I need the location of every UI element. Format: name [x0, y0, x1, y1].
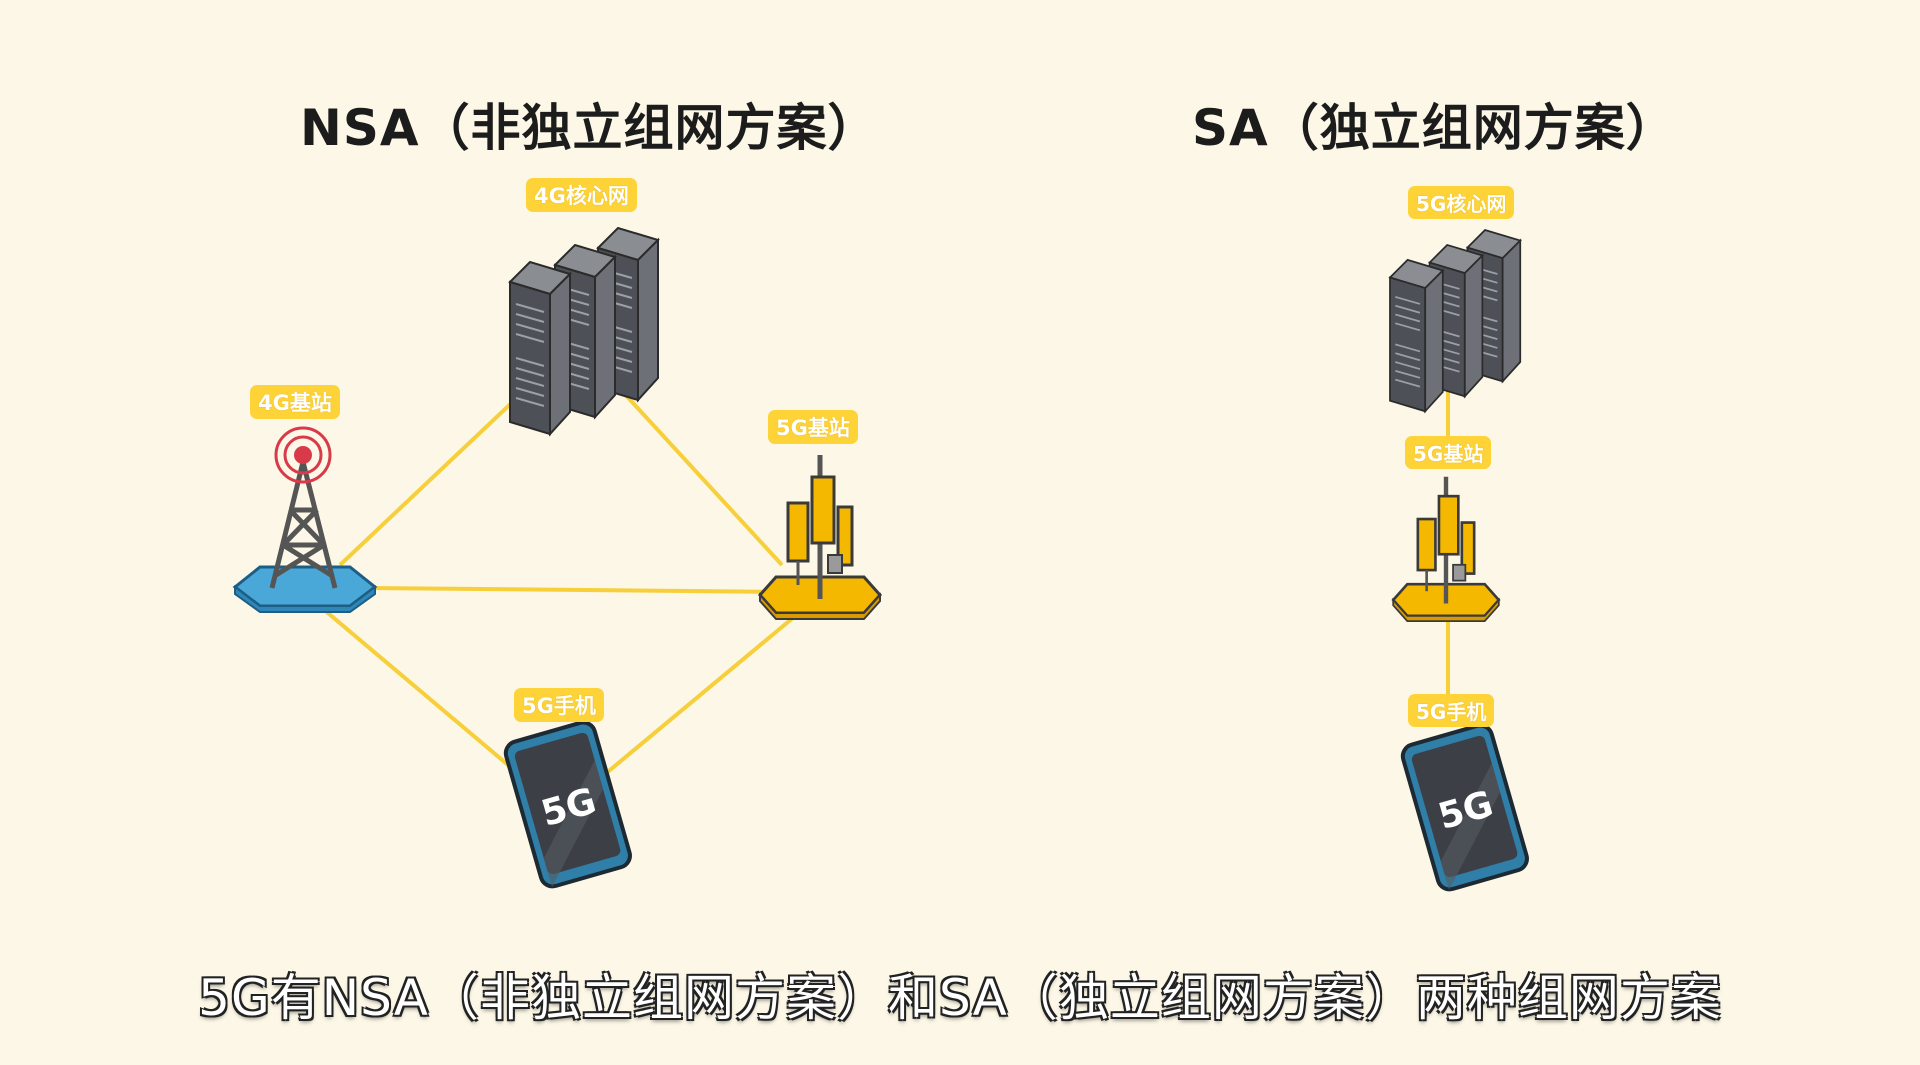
- nsa-title: NSA（非独立组网方案）: [300, 99, 879, 157]
- link-4gbs-5gbs: [369, 586, 796, 594]
- sa-phone-icon: 5G: [1398, 720, 1532, 895]
- link-4gbs-phone: [320, 606, 522, 777]
- sa-5g-antenna-icon: [1393, 477, 1499, 621]
- nsa-phone-icon: 5G: [501, 717, 635, 892]
- sa-5g-bs-label: 5G基站: [1405, 436, 1492, 469]
- sa-core-label: 5G核心网: [1408, 186, 1515, 219]
- nsa-links: [320, 376, 802, 782]
- nsa-phone-label: 5G手机: [514, 688, 604, 722]
- link-4gbs-core: [338, 393, 522, 567]
- link-core-5gbs: [608, 376, 784, 567]
- caption-subtitle: 5G有NSA（非独立组网方案）和SA（独立组网方案）两种组网方案: [198, 969, 1722, 1027]
- nsa-4g-tower-icon: [232, 426, 378, 613]
- sa-title: SA（独立组网方案）: [1192, 99, 1677, 157]
- link-5gbs-phone: [596, 610, 802, 782]
- nsa-5g-antenna-icon: [760, 455, 880, 619]
- sa-phone-label: 5G手机: [1408, 694, 1495, 727]
- nsa-core-label: 4G核心网: [526, 178, 637, 212]
- sa-core-server-icon: [1389, 229, 1522, 413]
- nsa-5g-bs-label: 5G基站: [768, 410, 858, 444]
- nsa-4g-bs-label: 4G基站: [250, 385, 340, 419]
